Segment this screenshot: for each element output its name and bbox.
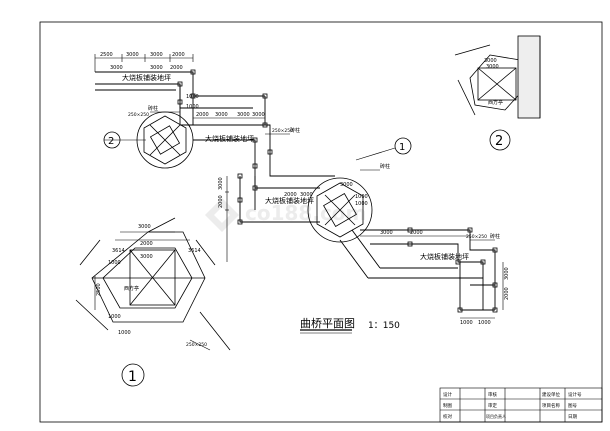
- dim-1000e: 1000: [460, 320, 473, 326]
- dim-3000d: 3000: [150, 65, 163, 71]
- beam-label-3: 250×250: [466, 234, 487, 240]
- dim-3000p: 3000: [140, 254, 153, 260]
- pavilion-label-2: 西方亭: [488, 99, 503, 106]
- tb-r2c2: 审定: [488, 402, 497, 409]
- dim-1000g: 1000: [108, 260, 121, 266]
- dim-2000c: 2000: [196, 112, 209, 118]
- dim-1000a: 1000: [186, 94, 199, 100]
- dim-1000d: 1000: [355, 201, 368, 207]
- section-mark-center-num: 1: [399, 142, 405, 153]
- tb-r3c2: 项目负责人: [486, 413, 506, 419]
- deck-label-3: 大烧板铺装地坪: [265, 196, 314, 205]
- post-label-2: 砖柱: [290, 127, 300, 134]
- dim-1000f: 1000: [478, 320, 491, 326]
- dim-3000o: 3000: [138, 224, 151, 230]
- dim-3614a: 3614: [112, 248, 125, 254]
- tb-r2c1: 制图: [443, 402, 452, 409]
- tb-r3c4: 日期: [568, 414, 577, 420]
- watermark: co188.com: [205, 198, 366, 232]
- section-mark-upper-right: 2: [489, 129, 511, 151]
- section-mark-lower-left-num: 1: [128, 369, 137, 385]
- beam-label-4: 250×250: [186, 342, 207, 348]
- dim-3000l: 3000: [504, 267, 510, 280]
- dim-3000b: 3000: [150, 52, 163, 58]
- dim-2500b: 2500: [96, 283, 102, 296]
- detail-upper-right: [454, 35, 541, 119]
- dim-2000e: 2000: [284, 192, 297, 198]
- tb-r1c4: 设计号: [568, 391, 582, 398]
- drawing-title: 曲桥平面图: [300, 317, 355, 330]
- dim-3000e: 3000: [215, 112, 228, 118]
- dim-3614b: 3614: [188, 248, 201, 254]
- dim-3000n: 3000: [486, 64, 499, 70]
- beam-label-1: 250×250: [128, 112, 149, 118]
- dimension-lines: [94, 54, 504, 319]
- dim-3000k: 3000: [380, 230, 393, 236]
- bridge-outline: [95, 71, 496, 311]
- dim-2000f: 2000: [410, 230, 423, 236]
- title-block: [439, 387, 603, 423]
- dim-2000d: 2000: [218, 195, 224, 208]
- dim-3000h: 3000: [218, 177, 224, 190]
- dim-1000c: 1000: [355, 194, 368, 200]
- dim-2000a: 2000: [172, 52, 185, 58]
- section-mark-lower-left: 1: [121, 363, 145, 387]
- beam-label-2: 250×250: [272, 128, 293, 134]
- deck-label-1: 大烧板铺装地坪: [122, 73, 171, 82]
- deck-label-2: 大烧板铺装地坪: [205, 134, 254, 143]
- brick-posts: [177, 69, 498, 313]
- drawing-frame: [39, 21, 603, 423]
- tb-r1c3: 建设单位: [542, 391, 560, 398]
- leader-lines: [150, 111, 495, 241]
- dim-3000f: 3000: [237, 112, 250, 118]
- detail-lower-left-dims: [94, 231, 190, 310]
- watermark-text: co188.com: [245, 201, 366, 225]
- post-label-4: 砖柱: [490, 233, 500, 240]
- dim-3000c: 3000: [110, 65, 123, 71]
- tb-r2c3: 项目名称: [542, 402, 560, 409]
- section-mark-left-num: 2: [108, 136, 114, 147]
- dim-3000g: 3000: [252, 112, 265, 118]
- post-label-3: 砖柱: [380, 163, 390, 170]
- tb-r1c2: 审核: [488, 391, 497, 398]
- tb-r3c1: 校对: [443, 413, 452, 420]
- section-mark-upper-right-num: 2: [495, 134, 503, 149]
- section-mark-center: 1: [394, 137, 412, 155]
- dim-2000g: 2000: [504, 287, 510, 300]
- detail-lower-left: [75, 217, 231, 351]
- dim-3000a: 3000: [126, 52, 139, 58]
- tb-r1c1: 设计: [443, 391, 452, 398]
- dim-2500: 2500: [100, 52, 113, 58]
- dim-3000i: 3000: [300, 192, 313, 198]
- dim-3000m: 3000: [484, 58, 497, 64]
- post-label-1: 砖柱: [148, 105, 158, 112]
- deck-label-4: 大烧板铺装地坪: [420, 252, 469, 261]
- dim-2000h: 2000: [140, 241, 153, 247]
- dim-2000b: 2000: [170, 65, 183, 71]
- dim-1000b: 1000: [186, 104, 199, 110]
- section-mark-left: 2: [103, 131, 146, 149]
- pavilion-center: [307, 177, 373, 243]
- pavilion-label-1: 西方亭: [124, 285, 139, 292]
- dim-3000j: 3000: [340, 182, 353, 188]
- dim-1000h: 1000: [108, 314, 121, 320]
- dim-1000i: 1000: [118, 330, 131, 336]
- tb-r2c4: 图号: [568, 403, 577, 409]
- drawing-scale: 1：150: [368, 321, 400, 331]
